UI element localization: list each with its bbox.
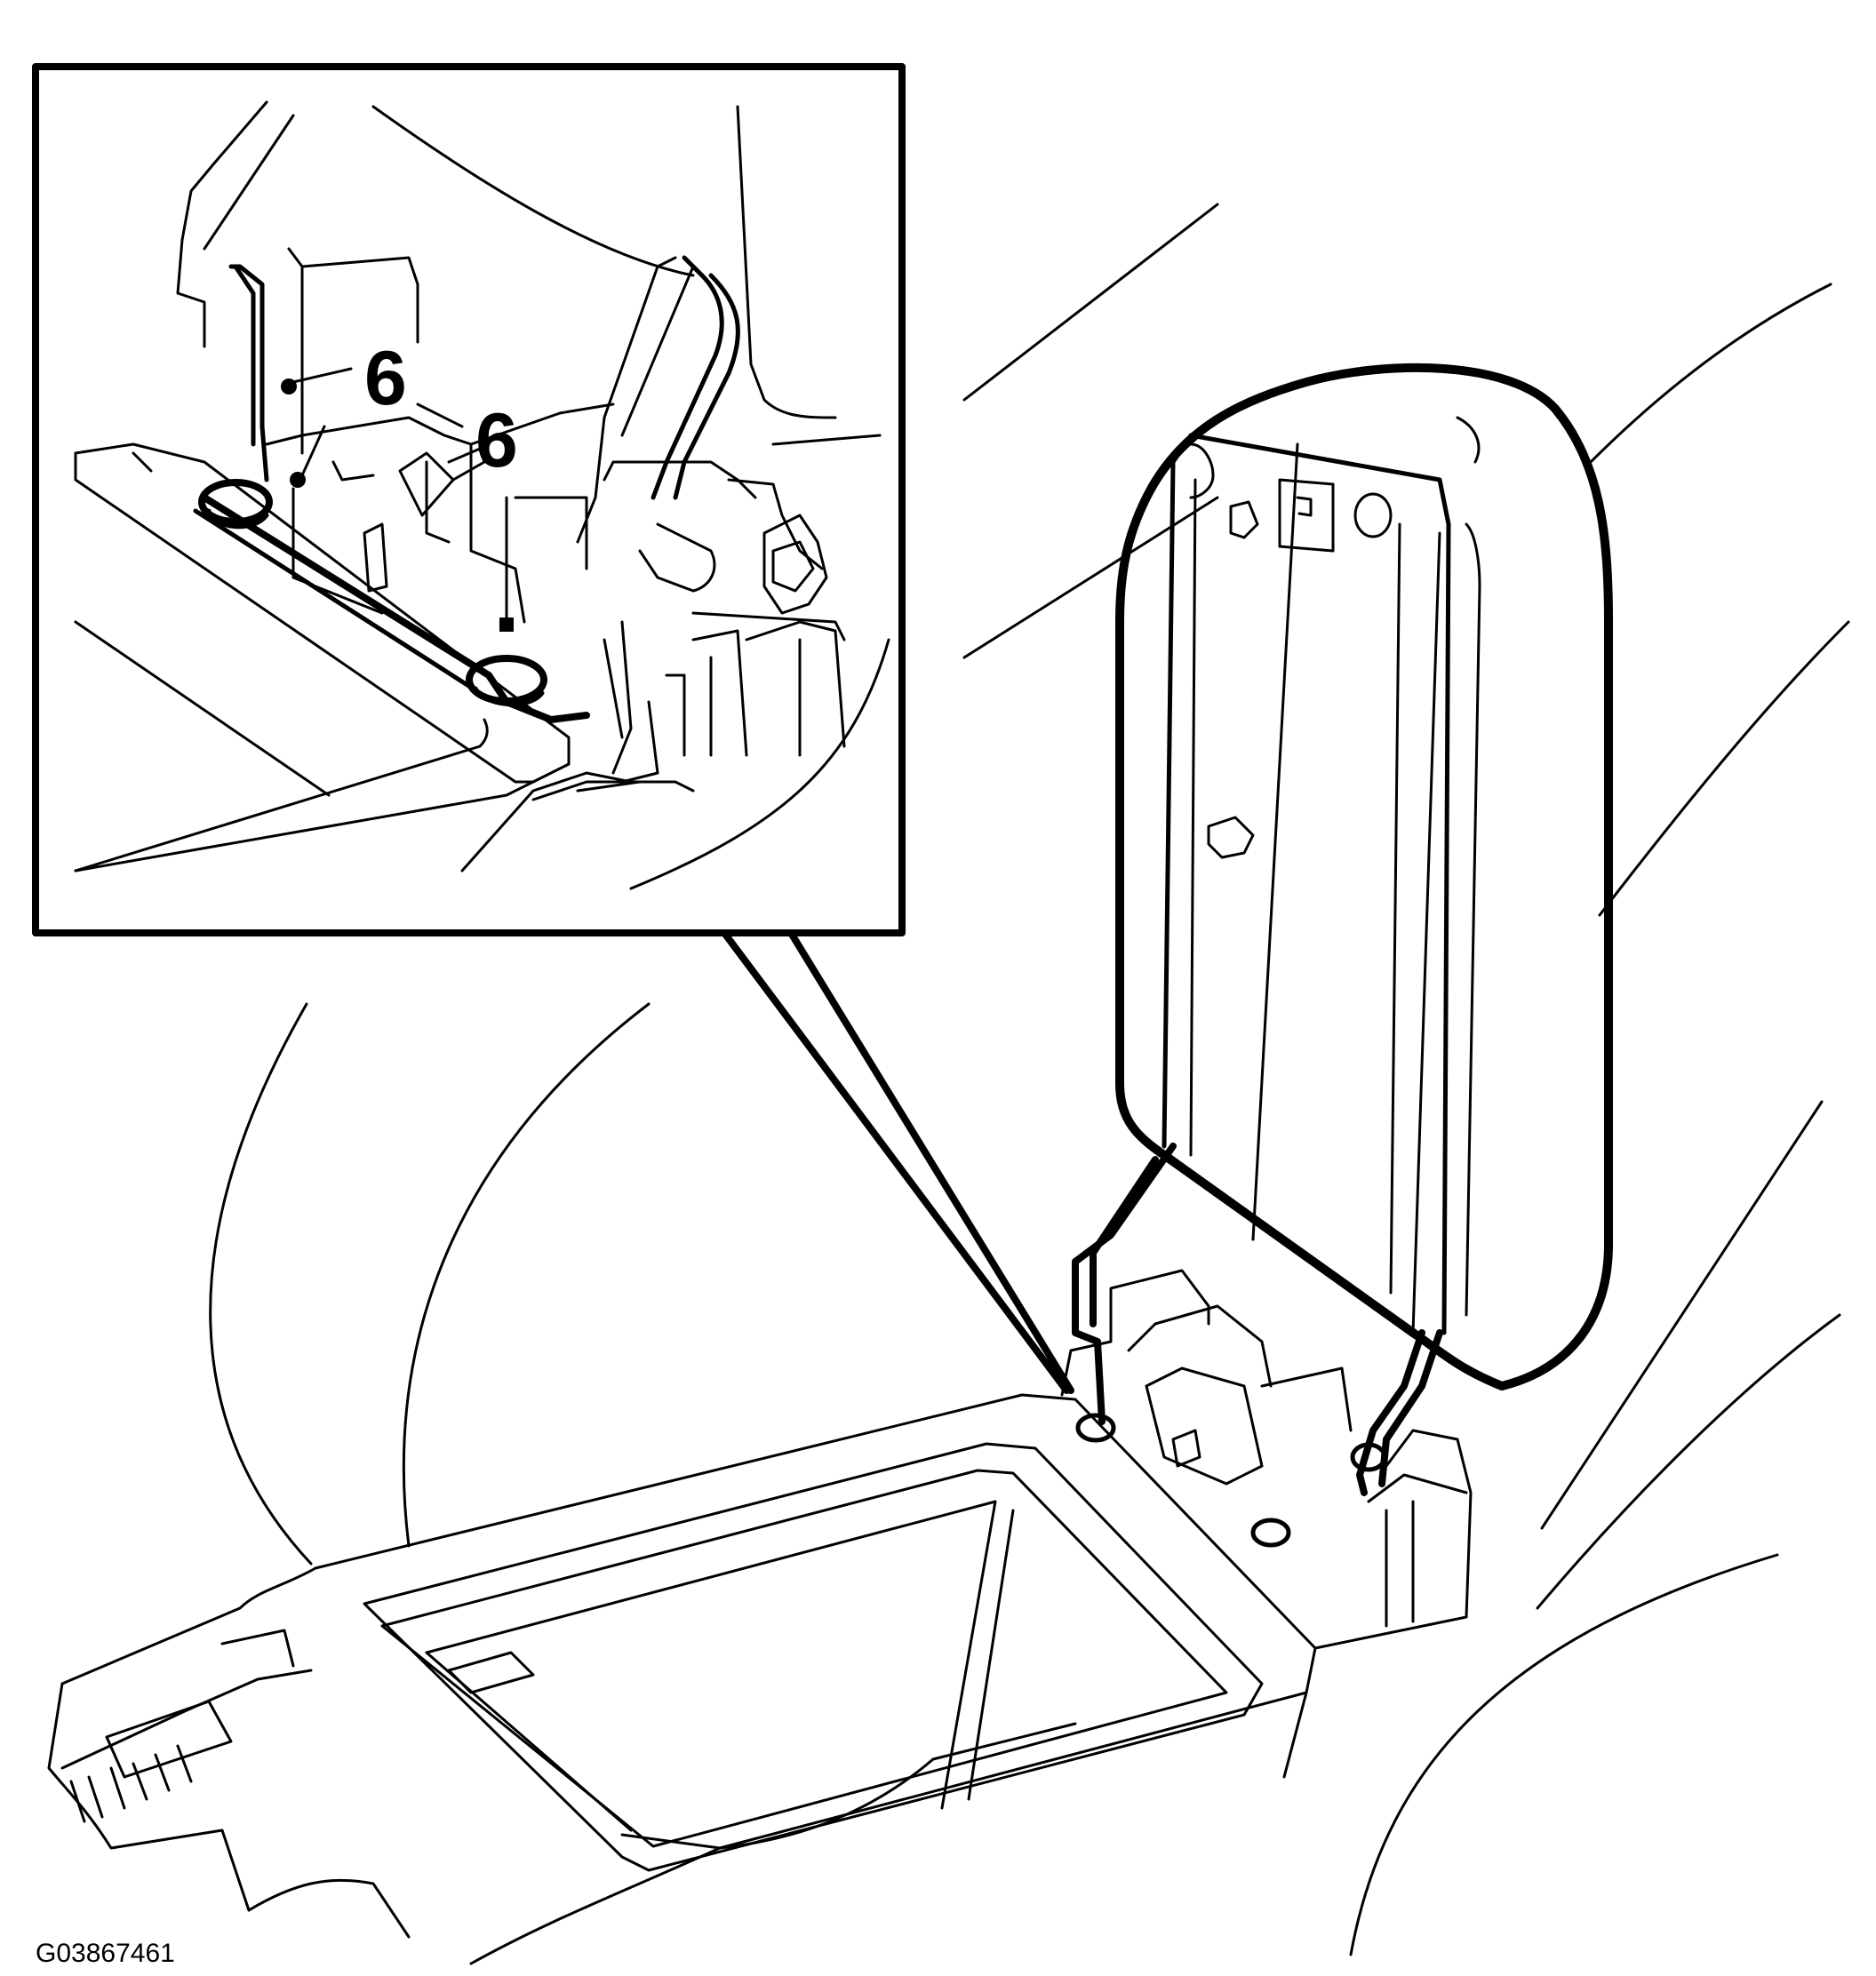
callout-number-2: 6 xyxy=(475,398,518,483)
callout-number-1: 6 xyxy=(364,336,407,421)
figure-id: G03867461 xyxy=(36,1939,175,1968)
background-seat-lines xyxy=(209,203,1850,1956)
inset-artwork xyxy=(74,100,890,890)
center-console xyxy=(47,1269,1473,1965)
detail-inset: 6 6 xyxy=(32,63,1074,1394)
armrest-lid xyxy=(1072,363,1613,1496)
